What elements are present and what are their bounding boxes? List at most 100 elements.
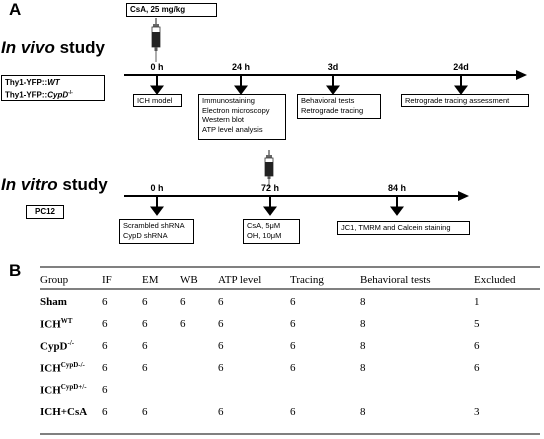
col-header: Group bbox=[40, 274, 69, 286]
group-name: Sham bbox=[40, 296, 67, 308]
ich-model-box: ICH model bbox=[133, 94, 182, 107]
table-row: Sham 6 6 6 6 6 8 1 bbox=[40, 291, 540, 313]
drug-dose-box: CsA, 25 mg/kg bbox=[126, 3, 217, 17]
syringe-icon-in-vitro bbox=[264, 150, 274, 188]
table-cell: 6 bbox=[218, 296, 224, 308]
col-header: Excluded bbox=[474, 274, 516, 286]
table-cell: 8 bbox=[360, 296, 366, 308]
table-cell bbox=[180, 335, 218, 357]
in-vivo-title: In vivo study bbox=[1, 38, 105, 57]
table-cell: 6 bbox=[142, 318, 148, 330]
col-header: Tracing bbox=[290, 274, 324, 286]
group-genotype-superscript: CypD-/- bbox=[60, 361, 85, 370]
row-group-label: ICHCypD+/- bbox=[40, 379, 102, 401]
in-vivo-tp-3d: 3d bbox=[327, 62, 339, 72]
table-header-row: Group IF EM WB ATP level Tracing Behavio… bbox=[40, 269, 540, 291]
col-header: IF bbox=[102, 274, 112, 286]
table-cell: 8 bbox=[360, 362, 366, 374]
group-genotype-superscript: CypD+/- bbox=[60, 383, 87, 392]
behavior-box: Behavioral tests Retrograde tracing bbox=[297, 94, 381, 119]
col-header: ATP level bbox=[218, 274, 262, 286]
timeline-graphics bbox=[124, 18, 527, 216]
table-cell: 6 bbox=[218, 362, 224, 374]
assays-box: Immunostaining Electron microscopy Weste… bbox=[198, 94, 286, 140]
group-name: CypD bbox=[40, 340, 68, 353]
strain-box: Thy1-YFP::WT Thy1-YFP::CypD-/- bbox=[1, 75, 105, 101]
table-cell: 6 bbox=[142, 362, 148, 374]
table-cell: 6 bbox=[290, 362, 296, 374]
table-cell: 6 bbox=[218, 340, 224, 352]
table-cell bbox=[290, 379, 360, 401]
row-group-label: ICH+CsA bbox=[40, 401, 102, 423]
col-header: EM bbox=[142, 274, 159, 286]
panel-b-label: B bbox=[9, 261, 22, 280]
table-cell: 6 bbox=[180, 296, 186, 308]
table-cell: 6 bbox=[142, 406, 148, 418]
table-cell bbox=[360, 379, 474, 401]
in-vivo-tp-0h: 0 h bbox=[150, 62, 164, 72]
table-cell bbox=[142, 379, 180, 401]
col-header: WB bbox=[180, 274, 198, 286]
staining-box: JC1, TMRM and Calcein staining bbox=[337, 221, 470, 235]
in-vitro-timeline-axis bbox=[124, 191, 469, 201]
group-name: ICH bbox=[40, 384, 61, 397]
table-cell bbox=[180, 357, 218, 379]
in-vitro-tick-arrows bbox=[150, 197, 404, 216]
table-cell: 6 bbox=[142, 296, 148, 308]
cell-line-box: PC12 bbox=[26, 205, 64, 219]
row-group-label: CypD-/- bbox=[40, 335, 102, 357]
table-row: ICHCypD+/-6 bbox=[40, 379, 540, 401]
table-cell: 6 bbox=[218, 318, 224, 330]
in-vitro-title: In vitro study bbox=[1, 175, 108, 194]
table-cell: 6 bbox=[142, 340, 148, 352]
table-cell: 1 bbox=[474, 296, 480, 308]
table-cell: 6 bbox=[218, 406, 224, 418]
in-vitro-tp-84h: 84 h bbox=[387, 183, 407, 193]
table-cell bbox=[218, 379, 290, 401]
in-vivo-timeline-axis bbox=[124, 70, 527, 80]
col-header: Behavioral tests bbox=[360, 274, 431, 286]
table-cell: 8 bbox=[360, 406, 366, 418]
group-name: ICH bbox=[40, 318, 61, 331]
row-group-label: Sham bbox=[40, 291, 102, 313]
table-cell: 6 bbox=[102, 318, 108, 330]
table-cell: 6 bbox=[474, 340, 480, 352]
table-cell: 8 bbox=[360, 318, 366, 330]
group-name: ICH+CsA bbox=[40, 406, 88, 418]
table-cell bbox=[180, 401, 218, 423]
in-vivo-tp-24h: 24 h bbox=[231, 62, 251, 72]
group-genotype-superscript: -/- bbox=[67, 339, 75, 348]
panel-a-label: A bbox=[9, 0, 22, 19]
table-cell: 6 bbox=[290, 318, 296, 330]
in-vivo-tick-arrows bbox=[150, 76, 468, 95]
in-vitro-tp-72h: 72 h bbox=[260, 183, 280, 193]
table-cell: 8 bbox=[360, 340, 366, 352]
group-name: ICH bbox=[40, 362, 61, 375]
treatment-box: CsA, 5μM OH, 10μM bbox=[243, 219, 300, 244]
row-group-label: ICHCypD-/- bbox=[40, 357, 102, 379]
table-cell: 5 bbox=[474, 318, 480, 330]
shrna-box: Scrambled shRNA CypD shRNA bbox=[119, 219, 194, 244]
table-cell: 6 bbox=[102, 340, 108, 352]
table-cell: 6 bbox=[102, 384, 108, 396]
row-group-label: ICHWT bbox=[40, 313, 102, 335]
table-rules bbox=[40, 266, 540, 435]
table-cell: 3 bbox=[474, 406, 480, 418]
table-cell: 6 bbox=[102, 362, 108, 374]
in-vitro-tp-0h: 0 h bbox=[150, 183, 164, 193]
retrograde-assessment-box: Retrograde tracing assessment bbox=[401, 94, 529, 107]
group-genotype-superscript: WT bbox=[60, 317, 73, 326]
table-cell: 6 bbox=[290, 406, 296, 418]
table-cell: 6 bbox=[290, 340, 296, 352]
table-cell: 6 bbox=[102, 296, 108, 308]
data-table: Group IF EM WB ATP level Tracing Behavio… bbox=[40, 269, 540, 423]
table-cell: 6 bbox=[474, 362, 480, 374]
in-vivo-tp-24d: 24d bbox=[453, 62, 469, 72]
table-cell: 6 bbox=[290, 296, 296, 308]
table-cell bbox=[474, 379, 540, 401]
syringe-icon-in-vivo bbox=[151, 18, 161, 62]
